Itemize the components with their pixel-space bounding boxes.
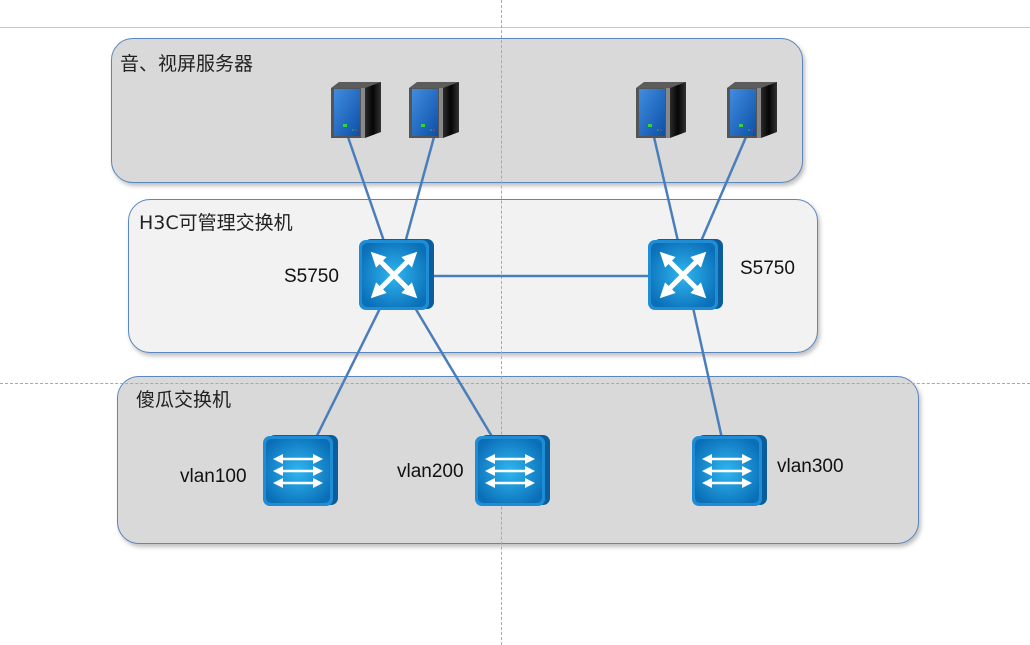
horizontal-guide-line bbox=[0, 383, 1030, 384]
server-icon[interactable] bbox=[725, 80, 777, 138]
vertical-guide-line bbox=[501, 0, 502, 645]
server-icon[interactable] bbox=[407, 80, 459, 138]
slide-top-border bbox=[0, 27, 1030, 28]
layer2-switch-icon[interactable] bbox=[691, 432, 767, 508]
server-icon[interactable] bbox=[329, 80, 381, 138]
group-title-access: 傻瓜交换机 bbox=[136, 389, 232, 411]
group-title-servers: 音、视屏服务器 bbox=[120, 53, 254, 75]
layer2-switch-icon[interactable] bbox=[474, 432, 550, 508]
server-icon[interactable] bbox=[634, 80, 686, 138]
node-label: vlan300 bbox=[777, 456, 844, 477]
layer3-switch-icon[interactable] bbox=[647, 236, 723, 312]
node-label: S5750 bbox=[740, 258, 795, 279]
node-label: vlan100 bbox=[180, 466, 247, 487]
layer2-switch-icon[interactable] bbox=[262, 432, 338, 508]
node-label: S5750 bbox=[284, 266, 339, 287]
layer3-switch-icon[interactable] bbox=[358, 236, 434, 312]
group-title-core: H3C可管理交换机 bbox=[139, 212, 293, 234]
node-label: vlan200 bbox=[397, 461, 464, 482]
